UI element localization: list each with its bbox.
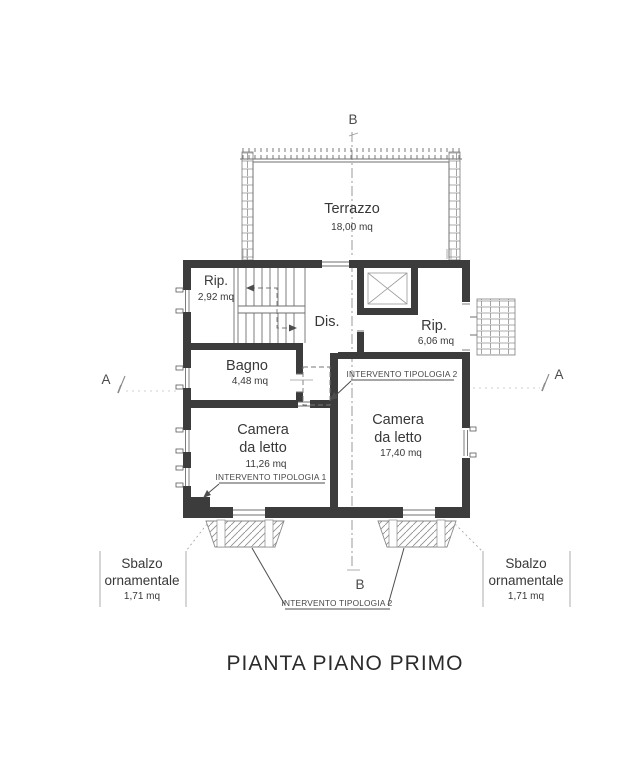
stair-walk-line <box>250 287 292 329</box>
staircase <box>233 268 306 343</box>
intervento-2-niche-label: INTERVENTO TIPOLOGIA 2 <box>347 369 458 379</box>
balcony-construction-lines <box>185 523 483 606</box>
room-label-camera2-line2: da letto <box>374 430 422 446</box>
room-label-camera1-line1: Camera <box>237 422 290 438</box>
room-label-terrazzo: Terrazzo <box>324 201 380 217</box>
annotation-intervento-2-balconies: INTERVENTO TIPOLOGIA 2 <box>282 598 393 610</box>
section-marker-b-bottom: B <box>355 577 364 592</box>
intervento-1-label: INTERVENTO TIPOLOGIA 1 <box>216 472 327 482</box>
room-label-camera2-line1: Camera <box>372 412 425 428</box>
terrace-railing-left <box>241 151 254 261</box>
sbalzo-left-line1: Sbalzo <box>121 556 162 571</box>
annotation-sbalzo-left: Sbalzo ornamentale 1,71 mq <box>99 551 187 607</box>
sbalzo-left-line2: ornamentale <box>104 573 179 588</box>
room-area-camera2: 17,40 mq <box>380 448 422 459</box>
sbalzo-right-line1: Sbalzo <box>505 556 546 571</box>
room-label-camera1-line2: da letto <box>239 440 287 456</box>
room-area-bagno: 4,48 mq <box>232 376 268 387</box>
room-label-rip1: Rip. <box>204 273 228 288</box>
building-outer-walls <box>175 260 477 518</box>
room-label-rip2: Rip. <box>421 318 447 334</box>
section-marker-a-left-group: A <box>101 372 180 394</box>
stair-arrow-down-icon <box>289 324 297 332</box>
right-balcony <box>470 298 516 356</box>
bottom-balcony-right <box>377 519 457 548</box>
section-marker-a-right: A <box>554 367 563 382</box>
section-marker-a-right-group: A <box>473 367 564 392</box>
annotation-sbalzo-right: Sbalzo ornamentale 1,71 mq <box>482 551 571 607</box>
sbalzo-right-line2: ornamentale <box>488 573 563 588</box>
room-label-dis: Dis. <box>315 314 340 330</box>
terrace-railing-right <box>448 151 461 261</box>
bottom-balcony-left <box>205 519 285 548</box>
intervento-2-balconies-label: INTERVENTO TIPOLOGIA 2 <box>282 598 393 608</box>
niche-dashed-box <box>290 366 331 406</box>
room-area-terrazzo: 18,00 mq <box>331 222 373 233</box>
room-labels: Rip. 2,92 mq Dis. Rip. 6,06 mq Bagno 4,4… <box>198 273 454 470</box>
stair-arrow-up-icon <box>246 284 254 292</box>
sbalzo-right-area: 1,71 mq <box>508 591 544 602</box>
room-area-camera1: 11,26 mq <box>246 459 287 470</box>
section-line-b: B B <box>347 112 365 592</box>
dimension-ticks <box>242 249 452 259</box>
internal-walls <box>183 268 462 507</box>
left-wall-windows <box>175 287 190 488</box>
terrace-parapet-ticks <box>240 148 462 159</box>
section-marker-a-left: A <box>101 372 110 387</box>
annotation-intervento-1: INTERVENTO TIPOLOGIA 1 <box>203 472 327 498</box>
sbalzo-left-area: 1,71 mq <box>124 591 160 602</box>
section-marker-b-top: B <box>348 112 357 127</box>
shaft <box>357 268 418 315</box>
room-label-bagno: Bagno <box>226 358 268 374</box>
right-wall-window <box>463 426 477 458</box>
drawing-title: PIANTA PIANO PRIMO <box>227 652 464 675</box>
room-area-rip1: 2,92 mq <box>198 292 234 303</box>
annotation-intervento-2-niche: INTERVENTO TIPOLOGIA 2 <box>330 369 458 400</box>
room-area-rip2: 6,06 mq <box>418 336 454 347</box>
